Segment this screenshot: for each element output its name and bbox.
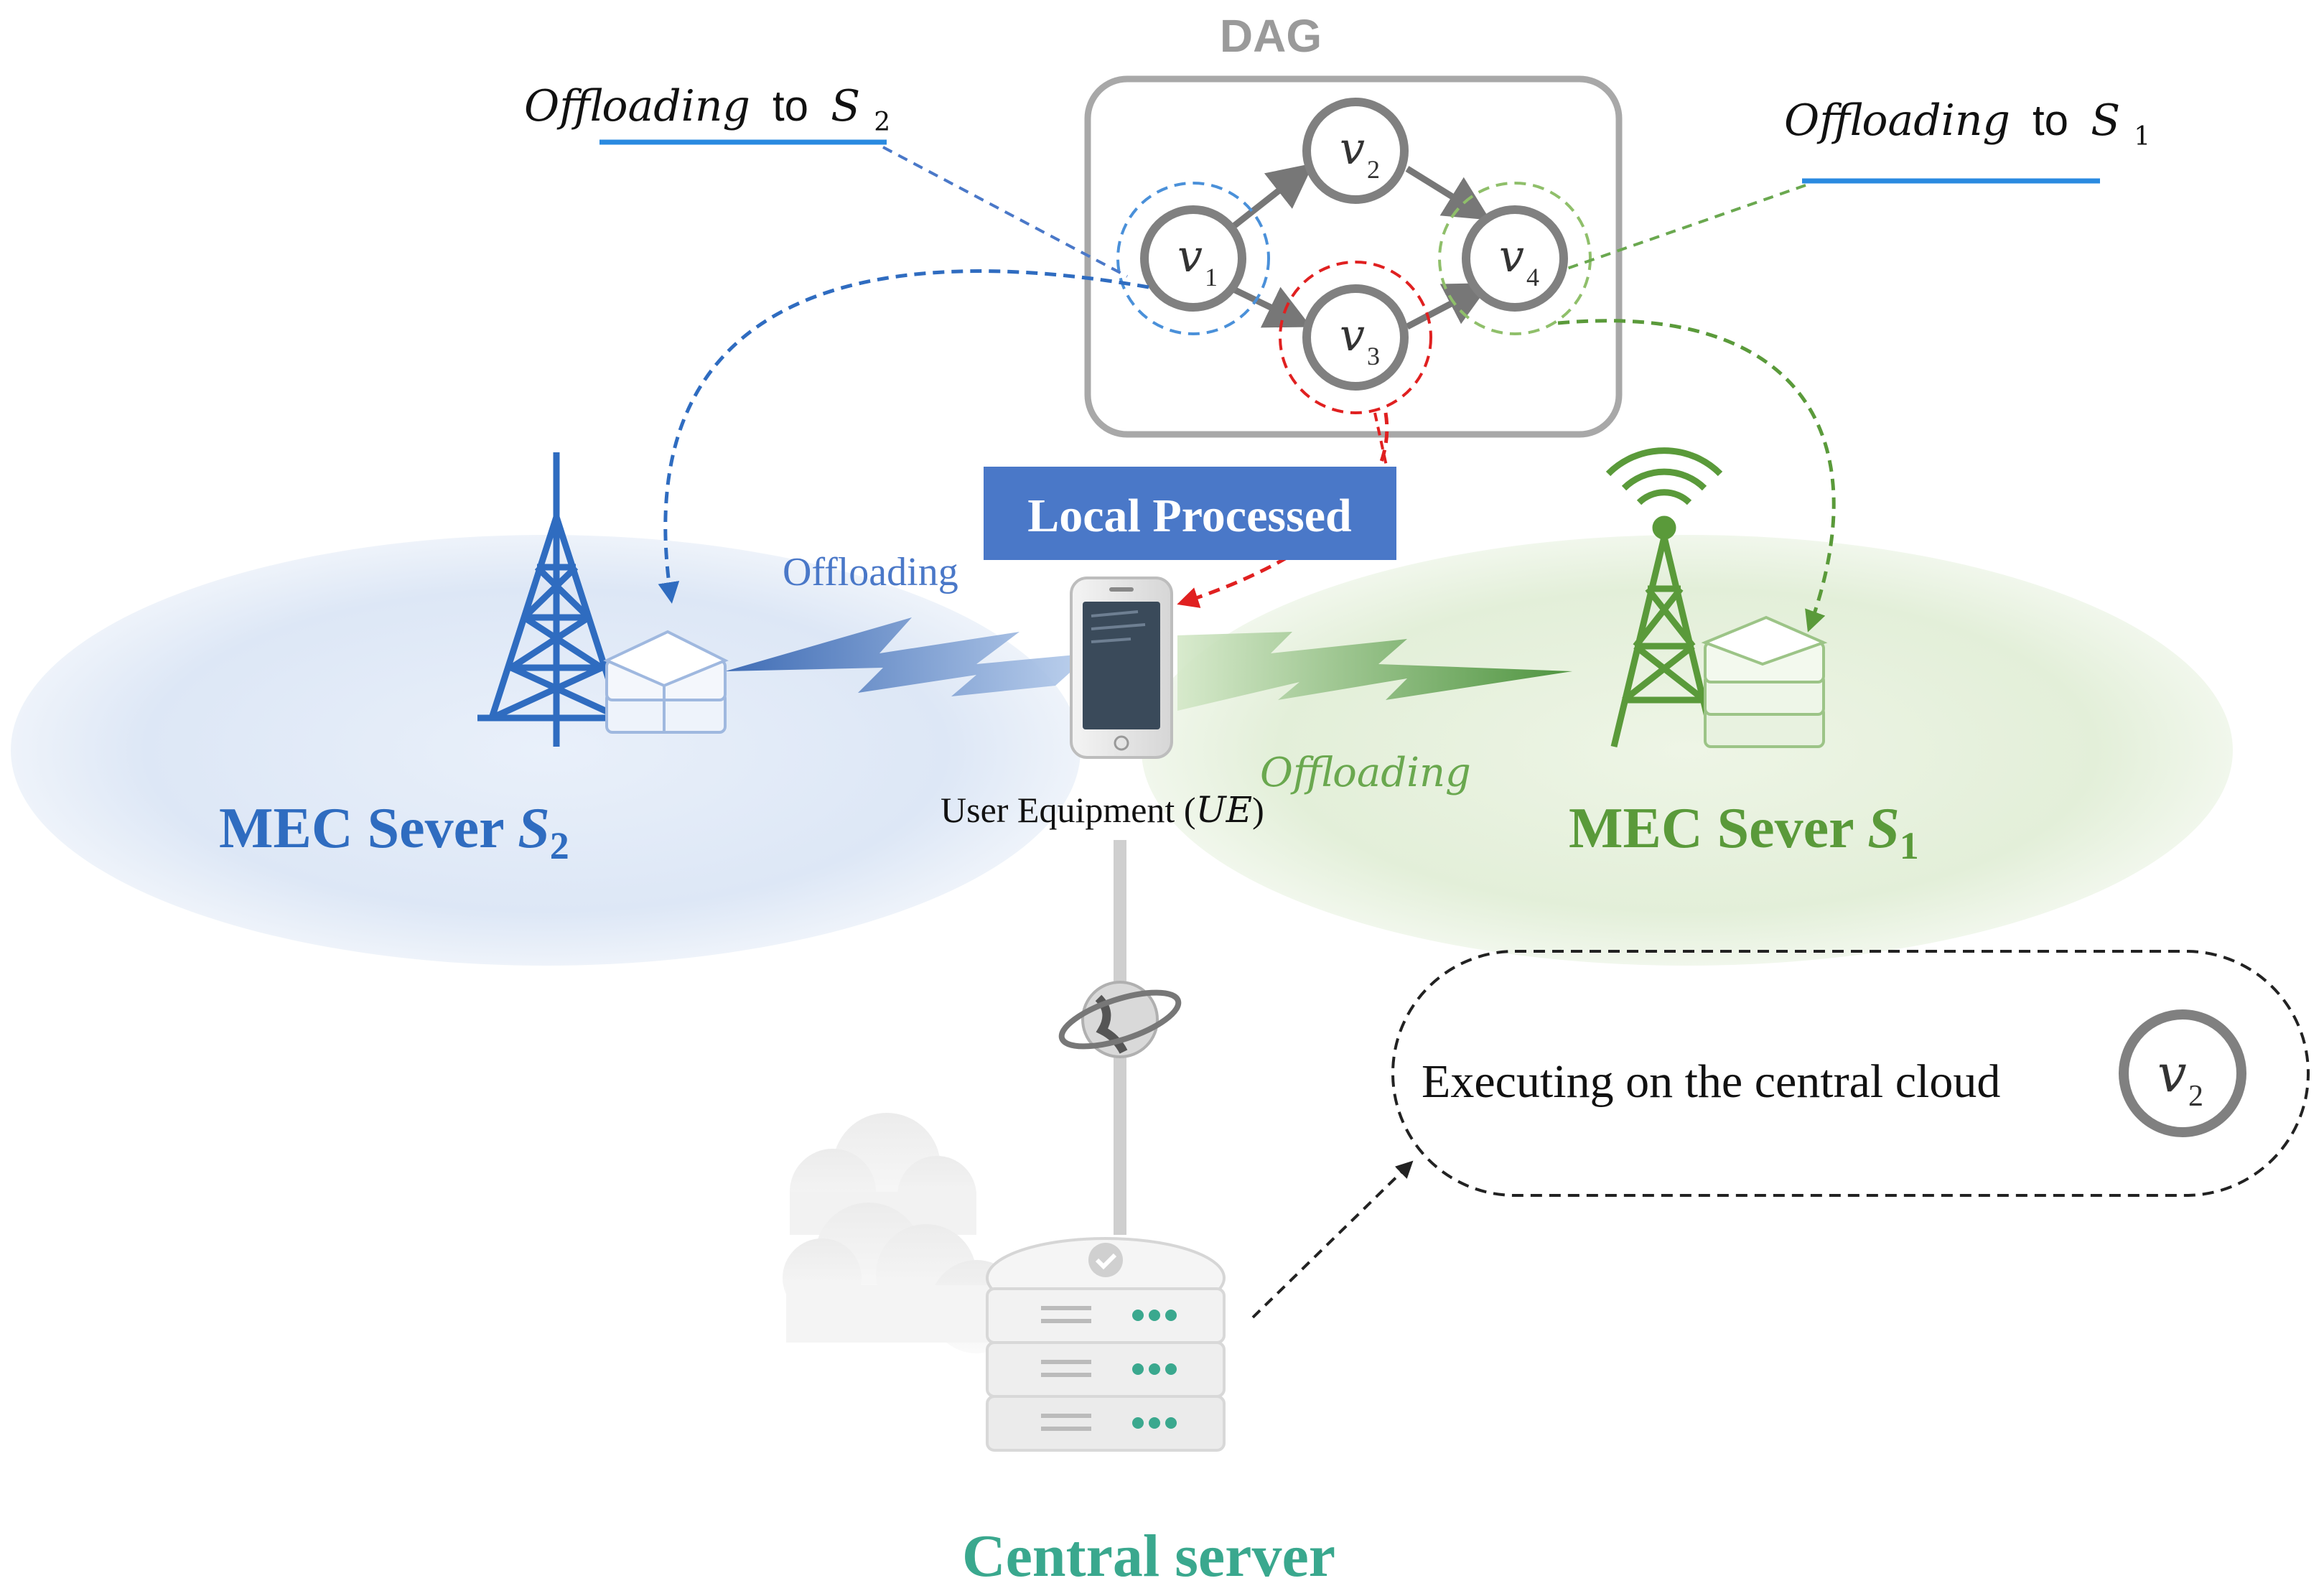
mec-s1-label: MEC Sever S1 (1569, 797, 1919, 867)
offload-arrow-to-s1 (1557, 319, 1836, 633)
offloading-to-s1-label: Offloading to S 1 (1784, 95, 2150, 184)
globe-icon (1058, 981, 1182, 1058)
server-stack-icon (603, 630, 729, 734)
dag-node-v4: v 4 (1462, 205, 1568, 312)
server-stack-icon (1701, 615, 1828, 748)
central-server-label: Central server (962, 1523, 1335, 1590)
dag-edge-v1-v2 (1227, 163, 1314, 233)
svg-text:2: 2 (2188, 1080, 2203, 1113)
offloading-to-s2-label: Offloading to S 2 (524, 81, 890, 145)
svg-text:1: 1 (1205, 263, 1218, 291)
tower-green-icon (1605, 447, 1723, 748)
dag-edges (1227, 163, 1491, 330)
dag-edge-v3-v4 (1405, 283, 1491, 330)
s1-label-leader (1564, 184, 1806, 271)
dag-title: DAG (1220, 10, 1322, 62)
dag-node-v1: v 1 (1140, 205, 1246, 312)
offloading-right-label: Offloading (1260, 750, 1471, 796)
svg-text:v: v (1340, 122, 1365, 174)
dag-edge-v1-v3 (1228, 284, 1312, 328)
dag-edge-v2-v4 (1405, 166, 1490, 220)
s2-label-leader (882, 146, 1128, 278)
svg-text:v: v (2157, 1043, 2187, 1103)
mec-s2-coverage-area (11, 535, 1081, 966)
offloading-bolt-green (1177, 632, 1572, 711)
svg-text:v: v (1499, 230, 1524, 282)
ue-label: User Equipment (UE) (941, 789, 1264, 831)
svg-text:v: v (1340, 309, 1365, 361)
local-processed-box (984, 467, 1396, 560)
offload-arrow-to-s2 (658, 269, 1149, 604)
v3-local-highlight (1279, 261, 1432, 414)
v4-offload-highlight (1438, 182, 1592, 335)
mec-s1-coverage-area (1142, 535, 2233, 966)
svg-text:3: 3 (1367, 342, 1380, 370)
svg-text:4: 4 (1526, 263, 1539, 291)
smartphone-icon (1070, 577, 1173, 759)
central-server-icon (986, 1237, 1226, 1452)
cloud-execution-text: Executing on the central cloud (1422, 1055, 2000, 1108)
svg-text:2: 2 (1367, 155, 1380, 184)
offloading-left-label: Offloading (783, 550, 958, 594)
svg-text:Offloading to S: Offloading to S 2 (524, 81, 890, 137)
dag-node-v3: v 3 (1302, 284, 1409, 391)
cloud-execution-box (1391, 950, 2310, 1197)
local-processed-label: Local Processed (1027, 490, 1352, 542)
svg-text:v: v (1177, 230, 1203, 282)
mec-s2-label: MEC Sever S2 (219, 797, 569, 867)
tower-blue-icon (477, 452, 635, 747)
offloading-bolt-blue (725, 617, 1091, 696)
v1-offload-highlight (1116, 182, 1270, 335)
cloud-box-arrow (1251, 1160, 1414, 1319)
svg-text:Offloading to S: Offloading to S 1 (1784, 95, 2150, 151)
cloud-node-v2: v 2 (2119, 1009, 2246, 1137)
dag-node-v2: v 2 (1302, 98, 1409, 204)
